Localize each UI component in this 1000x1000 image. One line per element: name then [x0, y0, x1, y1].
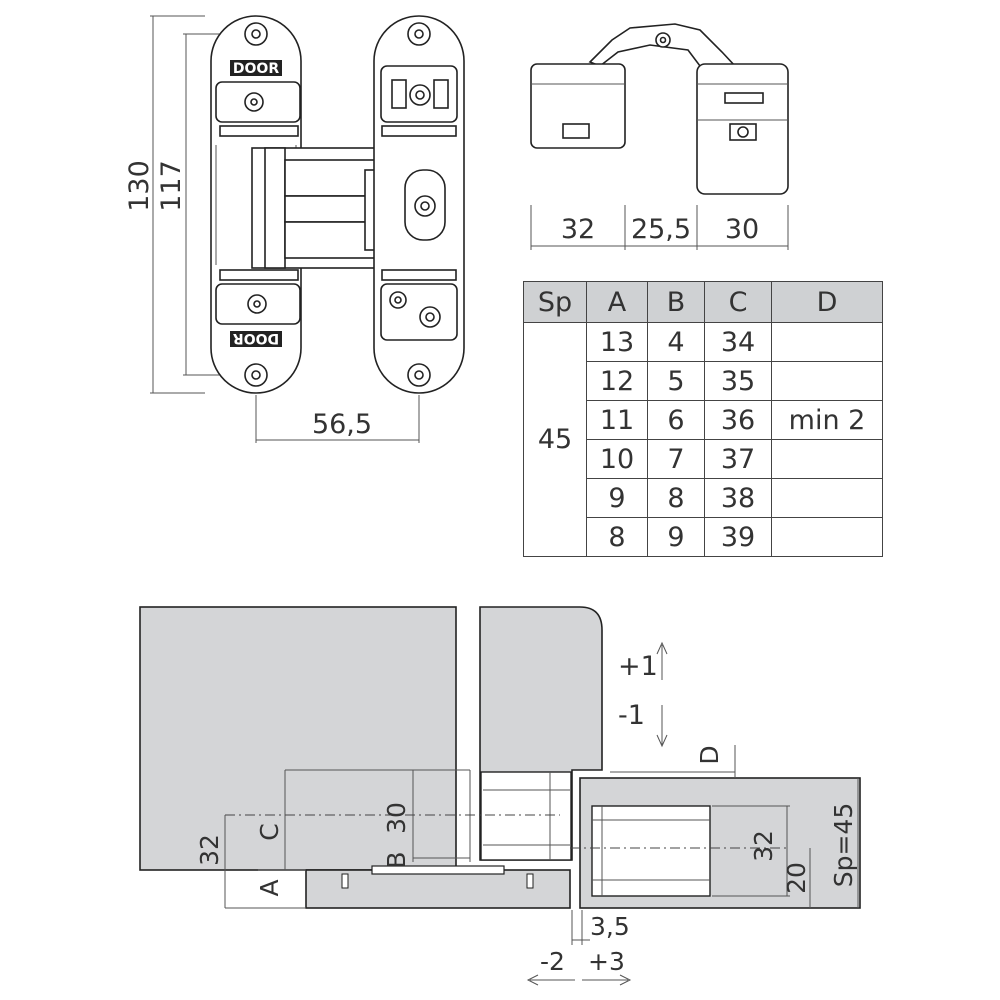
table-row: 10 7 37 — [524, 439, 883, 479]
door-badge-bottom — [230, 331, 282, 347]
table-row: 8 9 39 — [524, 517, 883, 557]
label-C: C — [255, 823, 284, 840]
cell-a: 8 — [586, 517, 648, 557]
base-plate — [305, 869, 571, 909]
header-b: B — [647, 281, 705, 323]
header-sp: Sp — [523, 281, 587, 323]
label-B: B — [382, 851, 411, 868]
header-c: C — [704, 281, 772, 323]
cell-d — [771, 517, 883, 557]
dim-3-5: 3,5 — [590, 912, 630, 941]
dim-top-right: 30 — [725, 214, 759, 245]
cell-d: min 2 — [771, 400, 883, 440]
cell-c: 36 — [704, 400, 772, 440]
label-A: A — [255, 879, 284, 896]
door-label-top: DOOR — [233, 61, 279, 77]
spec-table: Sp A B C D 45 13 4 34 12 5 35 11 6 36 mi… — [523, 281, 883, 557]
cell-d — [771, 361, 883, 401]
cell-b: 7 — [647, 439, 705, 479]
cell-d — [771, 439, 883, 479]
hinge-top-view: 32 25,5 30 — [530, 23, 789, 250]
header-a: A — [586, 281, 648, 323]
frame-block — [139, 606, 457, 871]
cell-b: 5 — [647, 361, 705, 401]
dim-32-right: 32 — [749, 830, 778, 862]
label-D: D — [695, 745, 724, 764]
cell-c: 39 — [704, 517, 772, 557]
dim-sp: Sp=45 — [829, 803, 858, 888]
dim-top-left: 32 — [561, 214, 595, 245]
cell-sp: 45 — [523, 322, 587, 557]
hinge-front-view: 130 117 DOOR DOOR — [124, 15, 465, 443]
cell-c: 37 — [704, 439, 772, 479]
cell-b: 9 — [647, 517, 705, 557]
table-row: 45 13 4 34 — [523, 322, 883, 557]
cell-d — [771, 322, 883, 362]
door-label-bottom: DOOR — [233, 330, 279, 346]
cell-a: 11 — [586, 400, 648, 440]
table-row: 12 5 35 — [524, 361, 883, 401]
adj-down: -1 — [618, 700, 645, 731]
cell-c: 35 — [704, 361, 772, 401]
table-header-row: Sp A B C D — [523, 281, 883, 323]
dim-height-outer: 130 — [124, 160, 155, 212]
section-view: +1 -1 D 32 C A 30 B 32 20 Sp=45 3,5 -2 +… — [139, 606, 861, 986]
cell-b: 8 — [647, 478, 705, 518]
table-row: 11 6 36 min 2 — [524, 400, 883, 440]
table-row: 9 8 38 — [524, 478, 883, 518]
dim-30: 30 — [382, 802, 411, 834]
header-d: D — [771, 281, 883, 323]
cell-a: 9 — [586, 478, 648, 518]
adj-left: -2 — [540, 947, 565, 976]
dim-32-left: 32 — [195, 834, 224, 866]
adj-up: +1 — [618, 651, 658, 682]
dim-20: 20 — [782, 862, 811, 894]
dim-width: 56,5 — [312, 409, 372, 440]
cell-a: 10 — [586, 439, 648, 479]
cell-a: 13 — [586, 322, 648, 362]
cell-b: 4 — [647, 322, 705, 362]
adj-right: +3 — [588, 947, 625, 976]
cell-d — [771, 478, 883, 518]
cell-c: 38 — [704, 478, 772, 518]
dim-top-mid: 25,5 — [631, 214, 691, 245]
door-badge-top — [230, 60, 282, 76]
cell-c: 34 — [704, 322, 772, 362]
dim-height-inner: 117 — [156, 160, 187, 212]
cell-a: 12 — [586, 361, 648, 401]
cell-b: 6 — [647, 400, 705, 440]
